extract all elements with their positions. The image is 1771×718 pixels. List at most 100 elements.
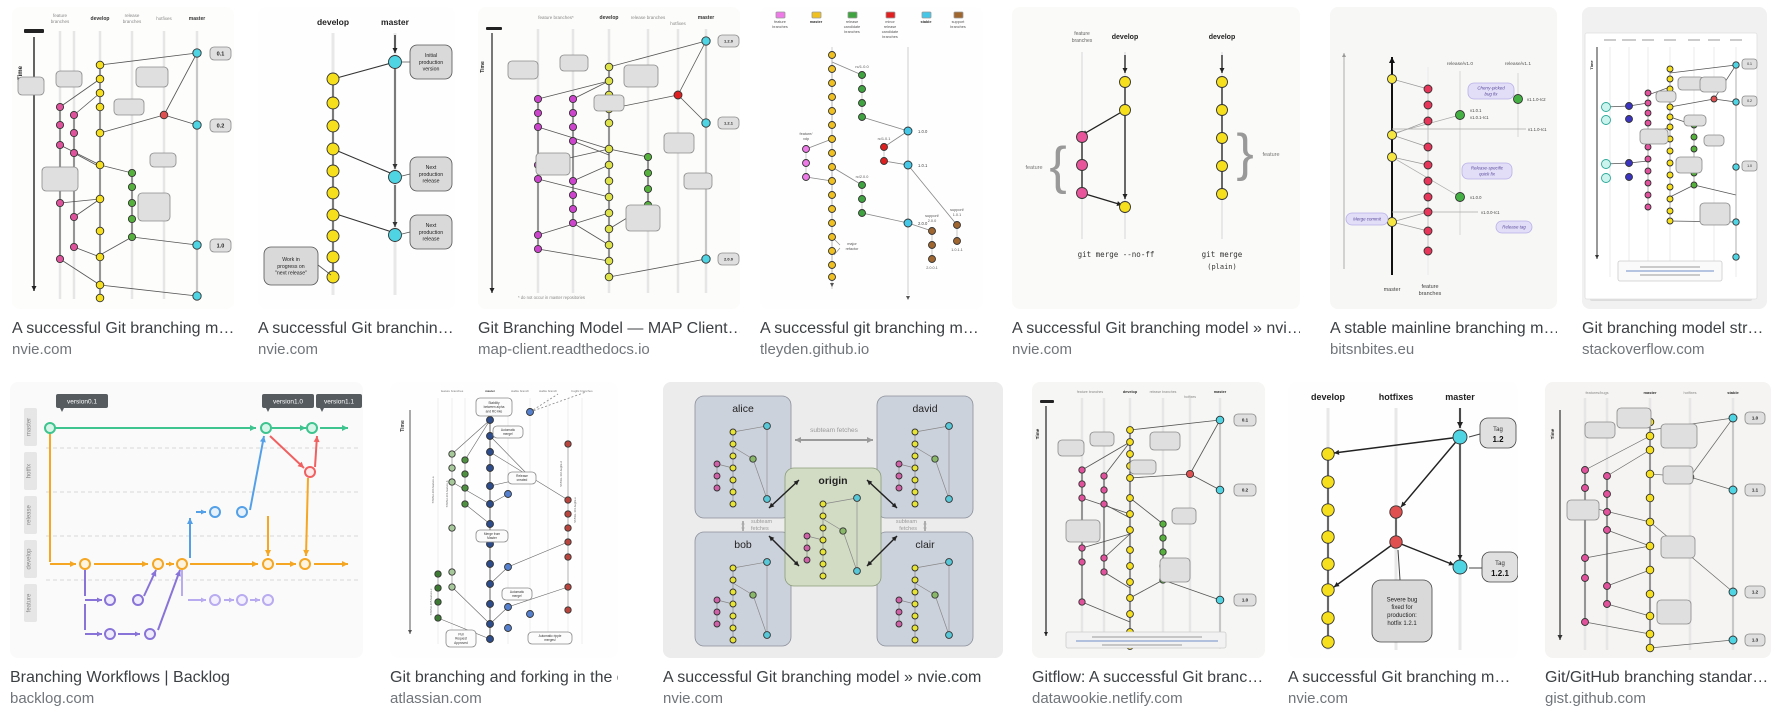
svg-text:Automatic ripple: Automatic ripple [539,634,562,638]
result-title[interactable]: Git branching model str… [1582,320,1764,337]
result-source[interactable]: backlog.com [10,690,95,707]
result-title[interactable]: Git Branching Model — MAP Client… [478,320,740,337]
result-source[interactable]: atlassian.com [390,690,482,707]
svg-text:subteam fetches: subteam fetches [810,427,858,434]
svg-text:production: production [419,230,443,236]
svg-text:branches: branches [123,19,142,24]
svg-text:support/: support/ [950,208,965,212]
svg-text:1.0.1.1: 1.0.1.1 [951,248,963,252]
svg-text:minor: minor [885,20,895,24]
svg-text:bob: bob [734,539,752,551]
svg-text:Next: Next [426,223,437,229]
svg-text:0.1: 0.1 [217,51,225,57]
result-title[interactable]: A successful Git branchin… [258,320,454,337]
result-source[interactable]: datawookie.netlify.com [1032,690,1183,707]
svg-text:Time: Time [1035,428,1040,439]
result-source[interactable]: nvie.com [1012,341,1073,358]
result-source[interactable]: nvie.com [12,341,73,358]
svg-text:created: created [517,478,528,482]
svg-text:hotfixes: hotfixes [1379,392,1414,402]
result-source[interactable]: nvie.com [1288,690,1349,707]
result-title[interactable]: A successful Git branching model » nvi… [1012,320,1300,337]
result-source[interactable]: nvie.com [663,690,724,707]
svg-text:v1.0.0: v1.0.0 [1470,195,1482,200]
result-title[interactable]: A successful Git branching m… [1288,669,1511,686]
svg-text:branches: branches [1072,38,1093,44]
result-title[interactable]: Git/GitHub branching standar… [1545,669,1769,686]
result-title[interactable]: A successful Git branching model » nvie.… [663,669,982,686]
svg-text:1.0.1: 1.0.1 [953,213,961,217]
result-title[interactable]: Branching Workflows | Backlog [10,669,230,686]
svg-text:master: master [1214,390,1227,394]
svg-text:bug fix: bug fix [1485,91,1499,96]
svg-text:STASH-101-feature-b: STASH-101-feature-b [445,480,449,507]
svg-text:2.0.0.1: 2.0.0.1 [926,266,938,270]
svg-text:stable branch: stable branch [511,389,529,393]
svg-text:* do not occur in master repos: * do not occur in master repositories [518,295,585,300]
svg-text:develop: develop [27,548,33,570]
svg-text:2.0.0: 2.0.0 [724,256,734,261]
result-source[interactable]: nvie.com [258,341,319,358]
result-source[interactable]: gist.github.com [1545,690,1646,707]
svg-text:v1.1.0-rc1: v1.1.0-rc1 [1528,127,1547,132]
result-title[interactable]: Git branching and forking in the e… [390,669,618,686]
svg-text:Release: Release [516,474,528,478]
result-title[interactable]: A successful git branching m… [760,320,979,337]
result-source[interactable]: tleyden.github.io [760,341,870,358]
svg-text:david: david [912,403,937,415]
svg-text:feature branches*: feature branches* [538,15,574,20]
svg-text:merge!: merge! [512,594,522,598]
svg-text:Merge commit: Merge commit [1353,217,1382,222]
svg-text:branches: branches [772,25,788,29]
result-title[interactable]: Gitflow: A successful Git branc… [1032,669,1264,686]
svg-text:release: release [125,13,140,18]
svg-text:Time: Time [480,61,486,73]
svg-text:feature: feature [1262,152,1279,158]
svg-text:features/bugs: features/bugs [1585,391,1608,395]
result-source[interactable]: map-client.readthedocs.io [478,341,650,358]
result-title[interactable]: A successful Git branching m… [12,320,234,337]
svg-text:between alpha: between alpha [484,405,505,409]
result-title[interactable]: A stable mainline branching m… [1330,320,1557,337]
svg-text:v1.0.1: v1.0.1 [1470,108,1482,113]
svg-text:1.1: 1.1 [1752,488,1759,493]
svg-text:}: } [1236,124,1253,182]
svg-text:support/: support/ [925,214,940,218]
svg-text:fetches: fetches [899,526,917,532]
svg-text:Time: Time [1550,428,1555,439]
svg-text:develop: develop [600,15,619,21]
result-source[interactable]: bitsnbites.eu [1330,341,1415,358]
svg-text:release: release [422,237,439,243]
svg-text:branches: branches [950,25,966,29]
backlog-workflow-diagram-thumbnail: masterhotfixreleasedevelopfeatureversion… [24,394,362,640]
result-source[interactable]: stackoverflow.com [1582,341,1705,358]
